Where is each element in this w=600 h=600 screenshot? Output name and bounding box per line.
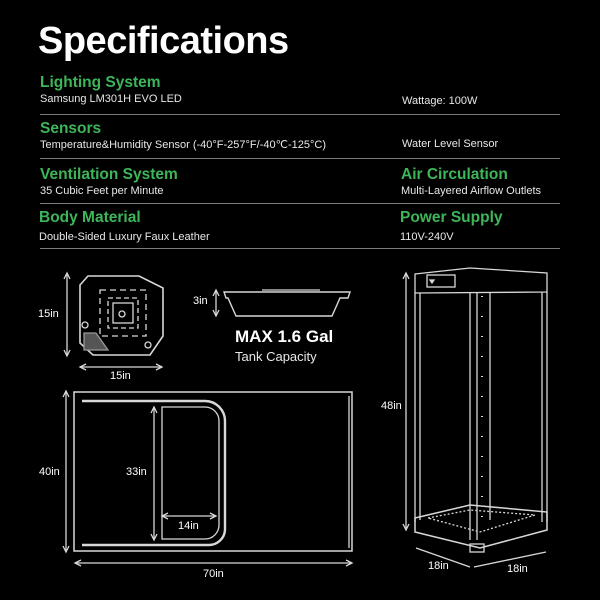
tray-top-view-icon xyxy=(79,275,164,356)
divider xyxy=(40,248,560,249)
divider xyxy=(40,158,560,159)
tank-height-label: 3in xyxy=(193,295,208,307)
water-level-value: Water Level Sensor xyxy=(402,138,499,150)
tray-width-label: 15in xyxy=(110,370,131,382)
divider xyxy=(40,203,560,204)
divider xyxy=(40,114,560,115)
cabinet-height-label: 48in xyxy=(381,400,402,412)
tray-height-label: 15in xyxy=(38,308,59,320)
footprint-width-label: 70in xyxy=(203,568,224,580)
tank-side-view-icon xyxy=(223,289,351,317)
spec-heading: Air Circulation xyxy=(401,166,508,183)
cabinet-depth-label: 18in xyxy=(428,560,449,572)
spec-value: Multi-Layered Airflow Outlets xyxy=(401,185,541,197)
wattage-value: Wattage: 100W xyxy=(402,95,478,107)
spec-heading: Lighting System xyxy=(40,74,161,91)
spec-body-material: Body Material Double-Sided Luxury Faux L… xyxy=(39,209,210,244)
spec-value: Temperature&Humidity Sensor (-40°F-257°F… xyxy=(40,139,326,151)
spec-heading: Power Supply xyxy=(400,209,503,226)
spec-value: Double-Sided Luxury Faux Leather xyxy=(39,231,210,243)
spec-air-circulation: Air Circulation Multi-Layered Airflow Ou… xyxy=(401,166,541,198)
cabinet-width-label: 18in xyxy=(507,563,528,575)
spec-value: 110V-240V xyxy=(400,231,454,243)
footprint-height-label: 40in xyxy=(39,466,60,478)
grow-cabinet-icon xyxy=(414,267,548,553)
tank-capacity-label: Tank Capacity xyxy=(235,349,317,364)
door-width-label: 14in xyxy=(178,520,199,532)
spec-heading: Body Material xyxy=(39,209,141,226)
spec-lighting: Lighting System Samsung LM301H EVO LED xyxy=(40,74,182,106)
spec-heading: Sensors xyxy=(40,120,102,137)
spec-power-supply: Power Supply 110V-240V xyxy=(400,209,503,244)
door-height-label: 33in xyxy=(126,466,147,478)
spec-value: 35 Cubic Feet per Minute xyxy=(40,185,164,197)
page-title: Specifications xyxy=(38,20,289,62)
spec-value: Samsung LM301H EVO LED xyxy=(40,93,182,105)
tank-capacity-value: MAX 1.6 Gal xyxy=(235,327,334,346)
spec-heading: Ventilation System xyxy=(40,166,178,183)
footprint-diagram-icon xyxy=(73,391,353,552)
spec-sensors: Sensors Temperature&Humidity Sensor (-40… xyxy=(40,120,326,152)
spec-ventilation: Ventilation System 35 Cubic Feet per Min… xyxy=(40,166,178,198)
